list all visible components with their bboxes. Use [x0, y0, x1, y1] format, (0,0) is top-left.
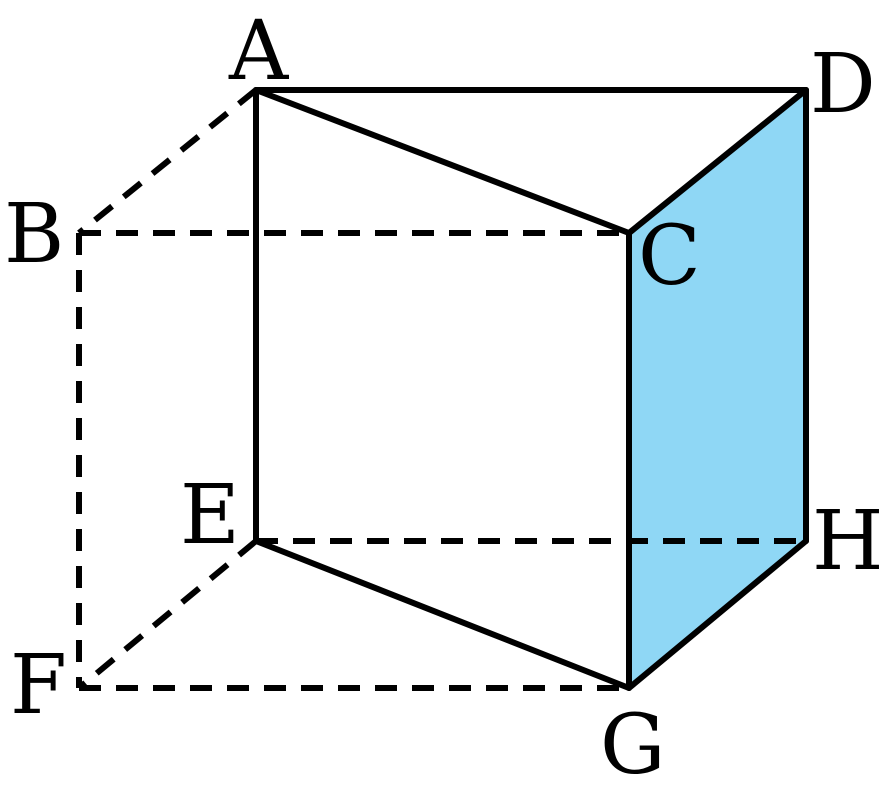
vertex-label-h: H	[812, 494, 884, 589]
edge-ab	[77, 87, 258, 236]
edge-ef	[77, 538, 258, 691]
vertex-label-d: D	[810, 37, 876, 132]
edge-cd	[626, 87, 809, 236]
edge-gh	[626, 538, 809, 691]
edge-eg	[253, 538, 632, 691]
shaded-face-cdhg	[629, 90, 806, 688]
vertex-label-g: G	[600, 698, 666, 793]
vertex-label-b: B	[4, 187, 64, 282]
edge-ac	[253, 87, 632, 236]
vertex-label-a: A	[228, 4, 290, 99]
vertex-label-f: F	[10, 638, 67, 733]
vertex-label-e: E	[180, 468, 240, 563]
vertex-label-c: C	[638, 209, 701, 304]
